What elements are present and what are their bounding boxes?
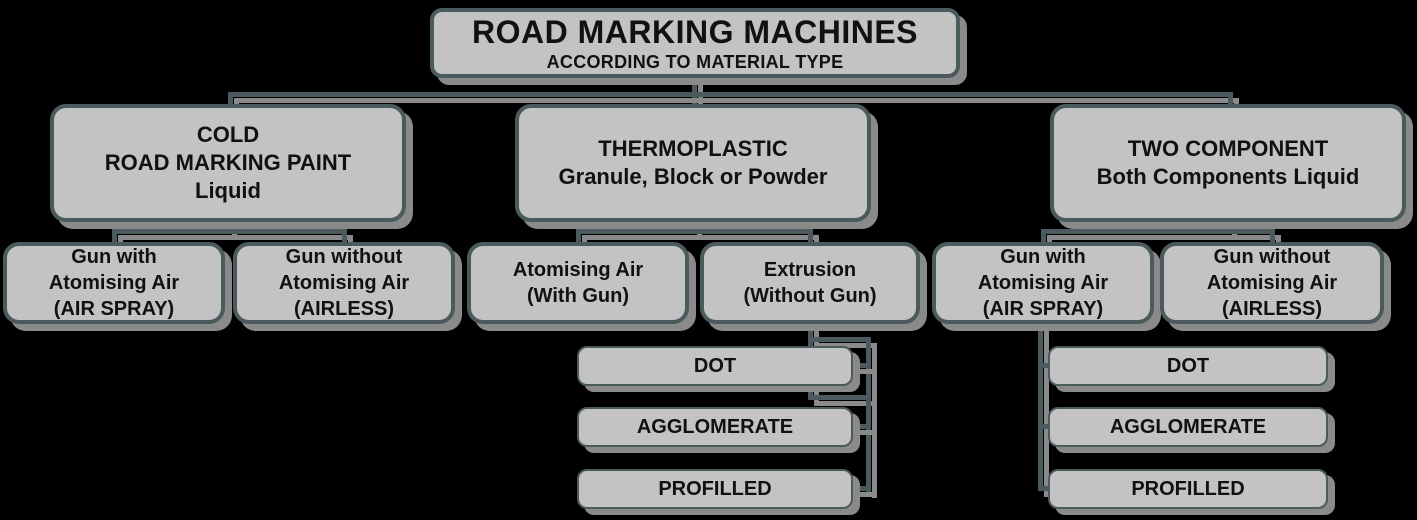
method-thermo-extrusion-box: Extrusion (Without Gun) bbox=[700, 242, 920, 324]
method-line: Atomising Air bbox=[48, 272, 180, 294]
type-label: PROFILLED bbox=[1131, 478, 1245, 500]
method-line: (AIRLESS) bbox=[1222, 298, 1322, 320]
tc-type-profilled-box: PROFILLED bbox=[1048, 469, 1328, 509]
method-line: Gun with bbox=[71, 246, 157, 268]
extrusion-type-agglomerate-box: AGGLOMERATE bbox=[577, 407, 853, 447]
method-line: Atomising Air bbox=[512, 259, 644, 281]
branch-two-component-box: TWO COMPONENT Both Components Liquid bbox=[1050, 104, 1406, 222]
type-label: DOT bbox=[1166, 355, 1210, 377]
connector-tc-drop-a bbox=[1041, 229, 1046, 244]
connector-drop-two-comp bbox=[1228, 92, 1233, 106]
connector-thermo-drop-a bbox=[576, 229, 581, 244]
method-line: Gun without bbox=[285, 246, 403, 268]
connector-tcspray-stub-dot bbox=[1043, 363, 1051, 368]
branch-cold-line2: ROAD MARKING PAINT bbox=[104, 150, 352, 175]
method-line: (AIR SPRAY) bbox=[53, 298, 175, 320]
root-title: ROAD MARKING MACHINES bbox=[471, 14, 919, 50]
method-thermo-atomising-air-box: Atomising Air (With Gun) bbox=[467, 242, 689, 324]
connector-root-stub bbox=[692, 78, 697, 104]
connector-thermo-stub bbox=[691, 222, 696, 234]
extrusion-type-dot-box: DOT bbox=[577, 346, 853, 386]
extrusion-type-profilled-box: PROFILLED bbox=[577, 469, 853, 509]
branch-thermoplastic-line1: THERMOPLASTIC bbox=[598, 136, 788, 161]
connector-cold-stub bbox=[226, 222, 231, 234]
branch-cold-line3: Liquid bbox=[195, 178, 261, 203]
branch-two-component-line2: Both Components Liquid bbox=[1096, 164, 1360, 189]
connector-extrusion-rail bbox=[866, 337, 871, 492]
root-subtitle: ACCORDING TO MATERIAL TYPE bbox=[546, 52, 844, 72]
method-line: Extrusion bbox=[763, 259, 857, 281]
connector-extrusion-stub-pro bbox=[853, 486, 866, 491]
branch-two-component-line1: TWO COMPONENT bbox=[1127, 136, 1329, 161]
branch-cold-line1: COLD bbox=[196, 122, 260, 147]
type-label: PROFILLED bbox=[658, 478, 772, 500]
connector-tcspray-stub-agg bbox=[1043, 424, 1051, 429]
method-line: Gun with bbox=[1000, 246, 1086, 268]
type-label: AGGLOMERATE bbox=[1109, 416, 1267, 438]
tc-type-dot-box: DOT bbox=[1048, 346, 1328, 386]
connector-thermo-drop-b bbox=[808, 229, 813, 244]
method-line: Atomising Air bbox=[1206, 272, 1338, 294]
type-label: DOT bbox=[693, 355, 737, 377]
method-cold-airless-box: Gun without Atomising Air (AIRLESS) bbox=[233, 242, 455, 324]
connector-extrusion-stub-agg bbox=[853, 424, 866, 429]
method-line: (AIR SPRAY) bbox=[982, 298, 1104, 320]
method-line: (AIRLESS) bbox=[294, 298, 394, 320]
connector-tc-stub bbox=[1226, 222, 1231, 234]
branch-thermoplastic-line2: Granule, Block or Powder bbox=[558, 164, 828, 189]
branch-thermoplastic-box: THERMOPLASTIC Granule, Block or Powder bbox=[515, 104, 871, 222]
connector-thermo-bus bbox=[576, 229, 813, 234]
method-cold-air-spray-box: Gun with Atomising Air (AIR SPRAY) bbox=[3, 242, 225, 324]
connector-branch-bus bbox=[228, 92, 1233, 97]
root-box: ROAD MARKING MACHINES ACCORDING TO MATER… bbox=[430, 8, 960, 78]
connector-extrusion-htop bbox=[808, 337, 871, 342]
connector-tcspray-rail bbox=[1038, 324, 1043, 491]
tc-type-agglomerate-box: AGGLOMERATE bbox=[1048, 407, 1328, 447]
type-label: AGGLOMERATE bbox=[636, 416, 794, 438]
method-line: Atomising Air bbox=[977, 272, 1109, 294]
method-tc-airless-box: Gun without Atomising Air (AIRLESS) bbox=[1160, 242, 1384, 324]
connector-tc-bus bbox=[1041, 229, 1275, 234]
connector-drop-cold bbox=[228, 92, 233, 106]
connector-tcspray-stub-pro bbox=[1043, 486, 1051, 491]
method-line: (With Gun) bbox=[526, 285, 629, 307]
connector-cold-drop-b bbox=[342, 229, 347, 244]
connector-cold-bus bbox=[112, 229, 347, 234]
method-tc-air-spray-box: Gun with Atomising Air (AIR SPRAY) bbox=[932, 242, 1154, 324]
connector-extrusion-hbot bbox=[808, 395, 871, 400]
method-line: (Without Gun) bbox=[743, 285, 877, 307]
method-line: Atomising Air bbox=[278, 272, 410, 294]
connector-extrusion-stub-dot bbox=[853, 363, 866, 368]
method-line: Gun without bbox=[1213, 246, 1331, 268]
connector-tc-drop-b bbox=[1270, 229, 1275, 244]
connector-cold-drop-a bbox=[112, 229, 117, 244]
branch-cold-box: COLD ROAD MARKING PAINT Liquid bbox=[50, 104, 406, 222]
